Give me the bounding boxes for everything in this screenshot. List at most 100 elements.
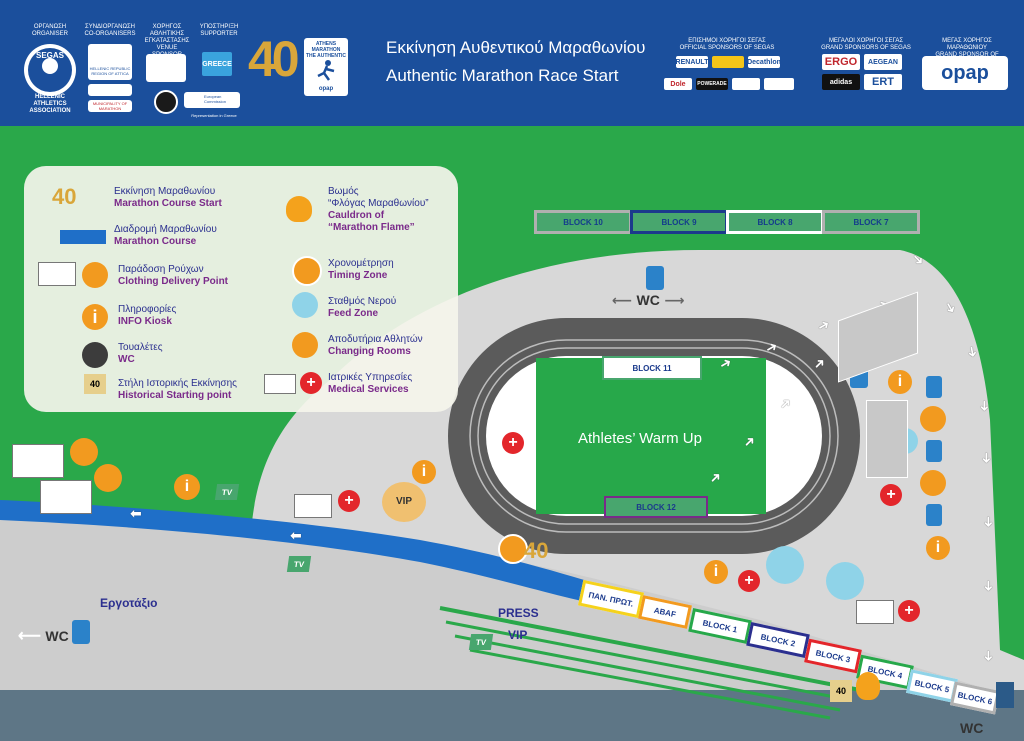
shirt-icon-2 [94,464,122,492]
info-icon: i [82,304,108,330]
toilet-icon-bottom [996,682,1014,708]
wc-bottom: WC [960,720,984,736]
block-8: BLOCK 8 [726,210,824,234]
sponsor-decathlon: Decathlon [747,56,781,68]
truck-icon-2 [40,480,92,514]
truck-icon-1 [12,444,64,478]
info-icon-right-1: i [888,370,912,394]
wc-top: ⟵ WC ⟶ [612,292,685,309]
sponsor-dole: Dole [664,78,692,90]
marathon-40-logo-icon: 40 [52,184,77,209]
flow-arrow-4: ➜ [975,400,992,412]
ergotaxio-label: Εργοτάξιο [100,596,158,610]
start-40-logo: 40 [524,538,549,563]
venue-sponsor-logo [146,54,186,82]
flow-arrow-3: ➜ [962,344,981,360]
shirt-icon-1 [70,438,98,466]
venue-sponsor-seal-icon [154,90,178,114]
coorganiser-logo-2 [88,84,132,96]
ambulance-icon-left [294,494,332,518]
medical-icon-left: + [338,490,360,512]
toilet-icon-right-2 [926,440,942,462]
flame-cauldron-icon [856,672,880,700]
medical-icon-right-2: + [898,600,920,622]
title-english: Authentic Marathon Race Start [386,66,619,85]
sponsor-opap: opap [922,56,1008,90]
water-icon-1 [766,546,804,584]
course-bar-icon [60,230,106,244]
runner-icon [317,60,335,81]
flow-arrow-8: ➜ [979,650,996,662]
info-icon-vip: i [412,460,436,484]
eu-commission-logo: European Commission [184,92,240,108]
course-arrow-2: ⬅ [290,528,302,544]
legend-cauldron: Βωμός “Φλόγας Μαραθωνίου”Cauldron of “Ma… [328,186,429,233]
organiser-label: ΟΡΓΑΝΩΣΗ ORGANISER [31,24,68,37]
sponsor-2 [712,56,744,68]
eu-representation: Representation in Greece [191,113,237,118]
coorganisers-label: ΣΥΝΔΙΟΡΓΑΝΩΣΗ CO-ORGANISERS [84,24,136,37]
supporter-label: ΥΠΟΣΤΗΡΙΞΗ SUPPORTER [199,24,239,37]
sponsor-renault: RENAULT [676,56,708,68]
locker-icon-right-1 [920,406,946,432]
wc-left: ⟵ WC [18,628,69,645]
flow-arrow-5: ➜ [977,452,994,464]
toilet-icon-left [72,620,90,644]
toilet-icon-top [646,266,664,290]
coorganiser-logo-3: MUNICIPALITY OF MARATHON [88,100,132,112]
sponsor-aegean: AEGEAN [864,54,902,70]
medical-cross-icon: + [300,372,322,394]
header-banner: ΟΡΓΑΝΩΣΗ ORGANISER SEGAS HELLENIC ATHLET… [0,0,1024,126]
ambulance-icon-right [856,600,894,624]
block-7: BLOCK 7 [822,210,920,234]
flow-arrow-6: ➜ [979,516,996,528]
block-11: BLOCK 11 [602,356,702,380]
toilet-icon-right-3 [926,504,942,526]
segas-logo-icon [24,44,76,96]
truck-icon [38,262,76,286]
ambulance-icon [264,374,296,394]
sponsor-powerade: POWERADE [696,78,728,90]
block-10: BLOCK 10 [534,210,632,234]
marathon-logo-card: ATHENS MARATHON THE AUTHENTIC opap [304,38,348,96]
water-bottle-icon [292,292,318,318]
timing-icon [498,534,528,564]
info-icon-left: i [174,474,200,500]
stopwatch-icon [292,256,322,286]
warmup-label: Athletes’ Warm Up [578,430,702,447]
segas-text: SEGAS [35,51,64,60]
vip-tent: VIP [382,482,426,522]
locker-icon-right-2 [920,470,946,496]
locker-icon [292,332,318,358]
tv-sign-3: TV [468,634,494,650]
info-icon-right-2: i [926,536,950,560]
flow-arrow-7: ➜ [979,580,996,592]
historical-stele-icon: 40 [84,374,106,394]
supporter-logo: GREECE [202,52,232,76]
medical-icon-right: + [880,484,902,506]
coorganiser-logo-1: HELLENIC REPUBLIC REGION OF ATTICA [88,44,132,80]
tv-sign-1: TV [214,484,240,500]
sponsor-adidas: adidas [822,74,860,90]
press-label: PRESS [498,606,539,620]
water-icon-2 [826,562,864,600]
organiser-name: HELLENIC ATHLETICS ASSOCIATION [29,94,71,114]
running-track [448,318,860,554]
sponsor-6 [732,78,760,90]
block-9: BLOCK 9 [630,210,728,234]
shirt-icon [82,262,108,288]
flame-icon [286,196,312,222]
tv-sign-2: TV [286,556,312,572]
historical-stele: 40 [830,680,852,702]
toilet-icon-right-1 [926,376,942,398]
track-medical-icon: + [502,432,524,454]
